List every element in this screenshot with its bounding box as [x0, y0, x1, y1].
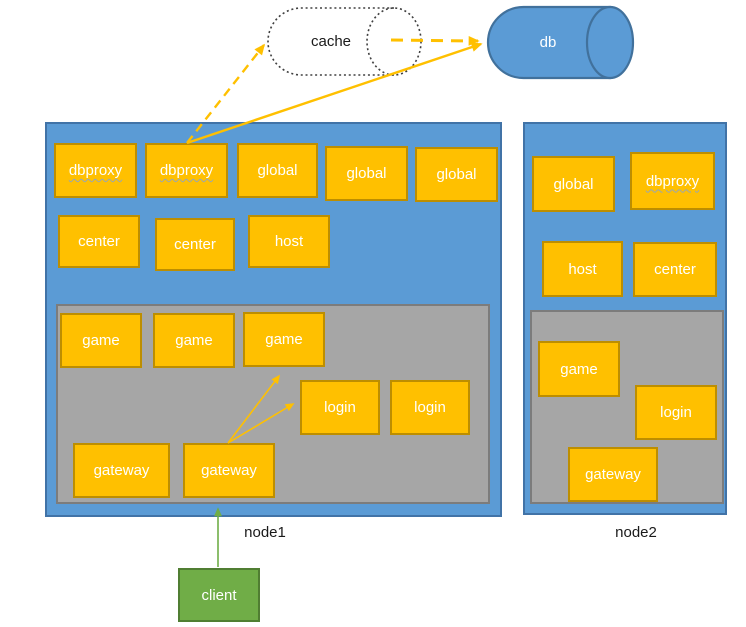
- node1-service-login-2: login: [390, 380, 470, 435]
- node1-service-game-2: game: [153, 313, 235, 368]
- node1-label: node1: [244, 524, 286, 541]
- client-box: client: [178, 568, 260, 622]
- node1-service-gateway-2: gateway: [183, 443, 275, 498]
- node2-service-login: login: [635, 385, 717, 440]
- node2-service-global: global: [532, 156, 615, 212]
- node2-service-host: host: [542, 241, 623, 297]
- node1-service-dbproxy-2: dbproxy: [145, 143, 228, 198]
- node1-service-game-1: game: [60, 313, 142, 368]
- node1-service-global-3: global: [415, 147, 498, 202]
- node1-service-gateway-1: gateway: [73, 443, 170, 498]
- node2-service-game: game: [538, 341, 620, 397]
- node1-service-center-1: center: [58, 215, 140, 268]
- node1-service-global-2: global: [325, 146, 408, 201]
- db-label: db: [539, 34, 557, 51]
- node1-service-dbproxy-1: dbproxy: [54, 143, 137, 198]
- node2-service-center: center: [633, 242, 717, 297]
- node2-label: node2: [615, 524, 657, 541]
- node2-service-gateway: gateway: [568, 447, 658, 502]
- arrow-cache-to-db: [390, 36, 480, 46]
- node1-service-host: host: [248, 215, 330, 268]
- node1-service-game-3: game: [243, 312, 325, 367]
- node2-service-dbproxy: dbproxy: [630, 152, 715, 210]
- node1-service-center-2: center: [155, 218, 235, 271]
- cache-label: cache: [310, 33, 352, 50]
- node1-service-login-1: login: [300, 380, 380, 435]
- node1-service-global-1: global: [237, 143, 318, 198]
